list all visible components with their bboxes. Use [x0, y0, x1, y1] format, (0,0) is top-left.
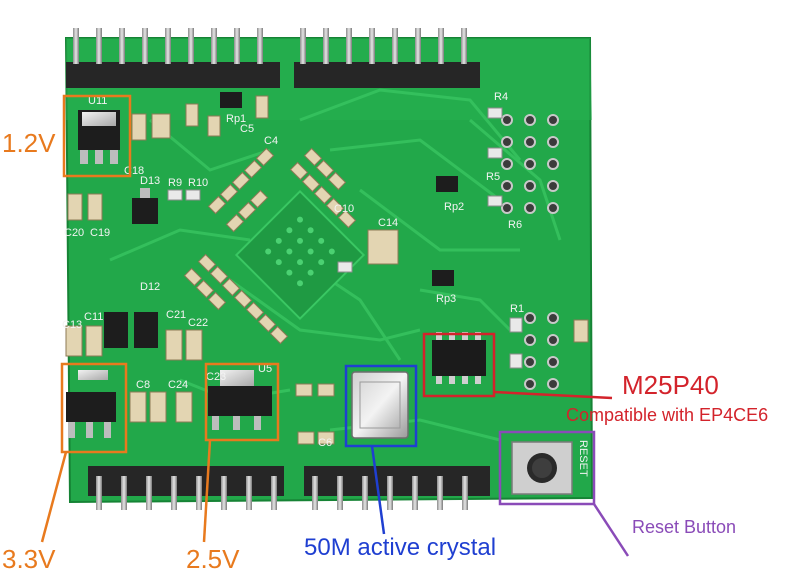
u11-regulator: [78, 110, 120, 164]
label-m25p40: M25P40: [622, 370, 719, 400]
label-1v2: 1.2V: [2, 128, 56, 158]
silk-c23: C23: [206, 371, 226, 383]
top-header-left-housing: [66, 62, 280, 88]
silk-d13: D13: [140, 175, 160, 187]
silk-c10: C10: [334, 203, 354, 215]
box-reset: [498, 430, 596, 506]
box-2v5: [204, 362, 280, 442]
u33-regulator: [66, 370, 116, 438]
smd-resistors: [167, 107, 523, 369]
silkscreen-labels: U11 C18 D13 R9 R10 D12 C13 C11 C21 C22 C…: [62, 91, 589, 477]
silk-c22: C22: [188, 317, 208, 329]
d12-diodes: [104, 312, 158, 348]
silk-r4: R4: [494, 91, 508, 103]
silk-c11: C11: [84, 311, 103, 323]
bottom-header-right-housing: [304, 466, 490, 496]
box-1v2: [62, 94, 132, 178]
silk-r5: R5: [486, 171, 500, 183]
resistor-packs: [220, 92, 458, 286]
label-compat: Compatible with EP4CE6: [566, 405, 769, 425]
label-reset: Reset Button: [632, 517, 737, 537]
reset-switch: [511, 441, 573, 495]
silk-r1: R1: [510, 303, 524, 315]
silk-c19: C19: [90, 227, 110, 239]
right-header-pads: [501, 114, 559, 390]
label-2v5: 2.5V: [186, 544, 240, 574]
top-header-right-housing: [294, 62, 480, 88]
fpga-footprint: [234, 189, 366, 321]
d13-diode: [132, 188, 158, 224]
silk-c5: C5: [240, 123, 254, 135]
box-3v3: [60, 362, 128, 454]
leader-3v3: [40, 451, 68, 543]
label-crystal: 50M active crystal: [304, 534, 497, 561]
silk-c4: C4: [264, 135, 278, 147]
label-3v3: 3.3V: [2, 544, 56, 574]
u5-regulator: [208, 370, 272, 430]
silk-c6: C6: [318, 437, 332, 449]
silk-rp3: Rp3: [436, 293, 456, 305]
silk-d12: D12: [140, 281, 160, 293]
bottom-header-left-housing: [88, 466, 284, 496]
diagonal-capacitors-lower-left: [183, 253, 289, 345]
box-crystal: [344, 364, 418, 448]
diagonal-capacitors-upper-left: [207, 147, 275, 233]
silk-c14: C14: [378, 217, 398, 229]
silk-rp1: Rp1: [226, 113, 246, 125]
silk-rp2: Rp2: [444, 201, 464, 213]
m25p40-chip: [432, 332, 486, 384]
silk-u11: U11: [88, 95, 107, 107]
silk-c8: C8: [136, 379, 150, 391]
silk-reset: RESET: [577, 440, 589, 477]
box-m25p40: [422, 332, 496, 398]
silk-c21: C21: [166, 309, 186, 321]
silk-r9: R9: [168, 177, 182, 189]
diagonal-capacitors-upper-right: [289, 147, 357, 229]
leader-crystal: [370, 445, 386, 535]
silk-r10: R10: [188, 177, 208, 189]
top-header-left-pins: [73, 28, 263, 64]
silk-r6: R6: [508, 219, 522, 231]
smd-capacitors: [65, 95, 589, 445]
crystal-oscillator: [351, 371, 409, 439]
leader-m25p40: [493, 390, 613, 400]
silk-u5: U5: [258, 363, 272, 375]
silk-c13: C13: [62, 319, 82, 331]
silk-c24: C24: [168, 379, 188, 391]
leader-2v5: [202, 439, 212, 543]
top-header-right-pins: [300, 28, 467, 64]
bottom-header-left-pins: [96, 476, 277, 510]
leader-reset: [592, 503, 630, 557]
bottom-header-right-pins: [312, 476, 468, 510]
silk-c20: C20: [64, 227, 84, 239]
